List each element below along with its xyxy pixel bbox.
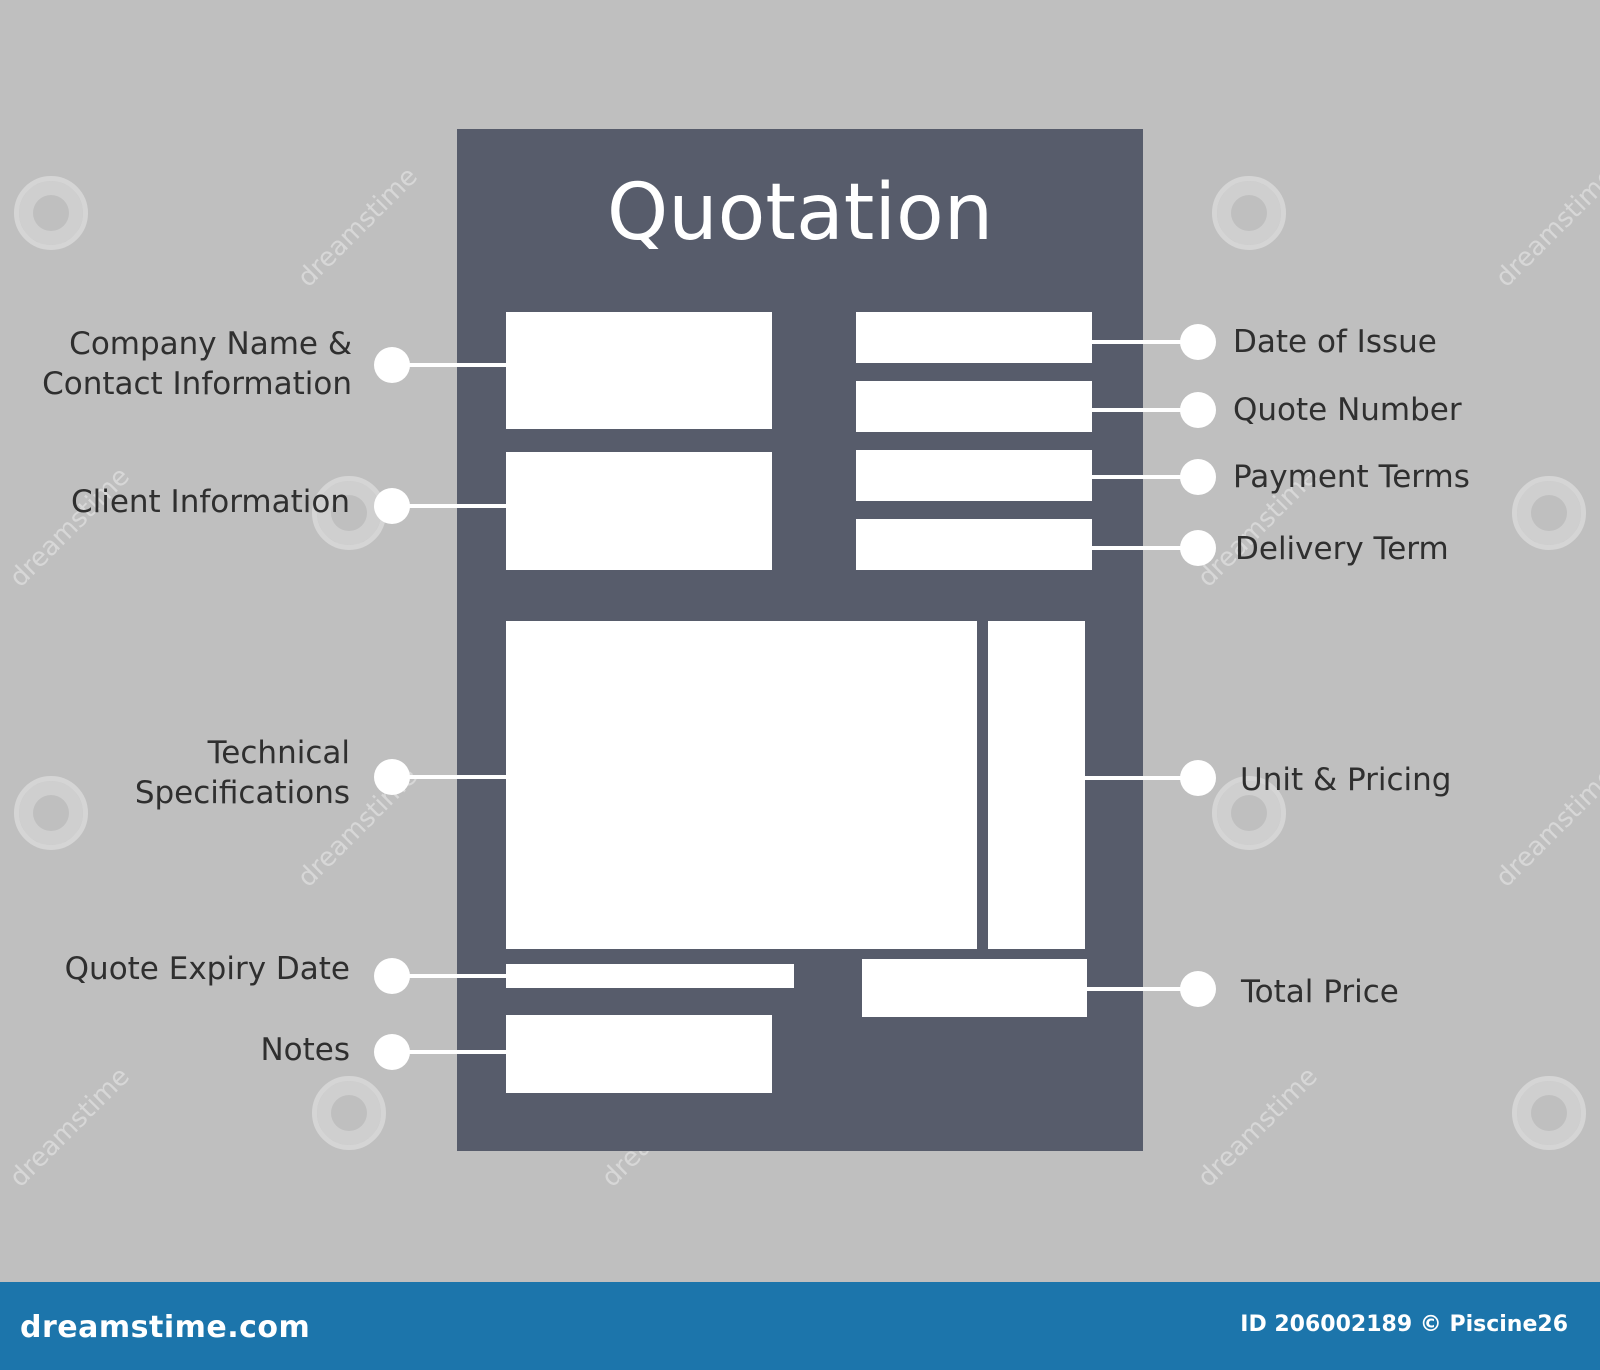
unit-pricing-connector-line [1085, 776, 1198, 780]
label-technical-line-2: Specifications [134, 775, 350, 811]
expiry-connector-dot [374, 958, 410, 994]
payment-terms-box [856, 450, 1092, 501]
client-info-box [506, 452, 772, 570]
label-company-line-2: Contact Information [42, 366, 352, 402]
watermark-swirl-icon [14, 776, 88, 850]
label-date-of-issue: Date of Issue [1233, 324, 1437, 360]
quote-number-box [856, 381, 1092, 432]
label-company-line-1: Company Name & [69, 326, 352, 362]
technical-connector-dot [374, 759, 410, 795]
label-technical-specifications: Technical Specifications [135, 733, 350, 813]
total-price-connector-dot [1180, 971, 1216, 1007]
footer-logo: dreamstime.com [20, 1310, 311, 1345]
watermark-text: dreamstime [4, 1061, 136, 1194]
technical-connector-line [390, 775, 506, 779]
quote-number-connector-line [1092, 408, 1198, 412]
date-of-issue-box [856, 312, 1092, 363]
notes-connector-line [390, 1050, 506, 1054]
label-technical-line-1: Technical [207, 735, 350, 771]
label-client-information: Client Information [70, 484, 350, 520]
total-price-box [862, 959, 1087, 1017]
watermark-text: dreamstime [1490, 161, 1600, 294]
footer-bar [0, 1282, 1600, 1370]
notes-box [506, 1015, 772, 1093]
company-connector-dot [374, 347, 410, 383]
total-price-connector-line [1087, 987, 1198, 991]
delivery-term-connector-dot [1180, 530, 1216, 566]
client-connector-line [390, 504, 506, 508]
label-total-price: Total Price [1241, 974, 1399, 1010]
company-info-box [506, 312, 772, 429]
payment-terms-connector-dot [1180, 459, 1216, 495]
label-unit-pricing: Unit & Pricing [1240, 762, 1452, 798]
watermark-swirl-icon [1212, 176, 1286, 250]
label-quote-expiry-date: Quote Expiry Date [64, 951, 350, 987]
label-quote-number: Quote Number [1233, 392, 1462, 428]
watermark-swirl-icon [312, 1076, 386, 1150]
payment-terms-connector-line [1092, 475, 1198, 479]
sheet-title: Quotation [606, 168, 994, 258]
footer-credit: ID 206002189 © Piscine26 [1240, 1312, 1568, 1337]
delivery-term-connector-line [1092, 546, 1198, 550]
watermark-swirl-icon [1212, 776, 1286, 850]
date-of-issue-connector-dot [1180, 324, 1216, 360]
label-delivery-term: Delivery Term [1235, 531, 1449, 567]
label-company-name: Company Name & Contact Information [42, 324, 352, 404]
label-notes: Notes [260, 1032, 350, 1068]
watermark-swirl-icon [1512, 1076, 1586, 1150]
watermark-text: dreamstime [1490, 761, 1600, 894]
quote-number-connector-dot [1180, 392, 1216, 428]
watermark-swirl-icon [14, 176, 88, 250]
notes-connector-dot [374, 1034, 410, 1070]
watermark-swirl-icon [1512, 476, 1586, 550]
unit-pricing-connector-dot [1180, 760, 1216, 796]
company-connector-line [390, 363, 506, 367]
client-connector-dot [374, 488, 410, 524]
unit-pricing-box [988, 621, 1085, 949]
delivery-term-box [856, 519, 1092, 570]
date-of-issue-connector-line [1092, 340, 1198, 344]
watermark-text: dreamstime [292, 161, 424, 294]
watermark-text: dreamstime [1192, 1061, 1324, 1194]
technical-specs-box [506, 621, 977, 949]
label-payment-terms: Payment Terms [1233, 459, 1470, 495]
quote-expiry-box [506, 964, 794, 988]
expiry-connector-line [390, 974, 506, 978]
